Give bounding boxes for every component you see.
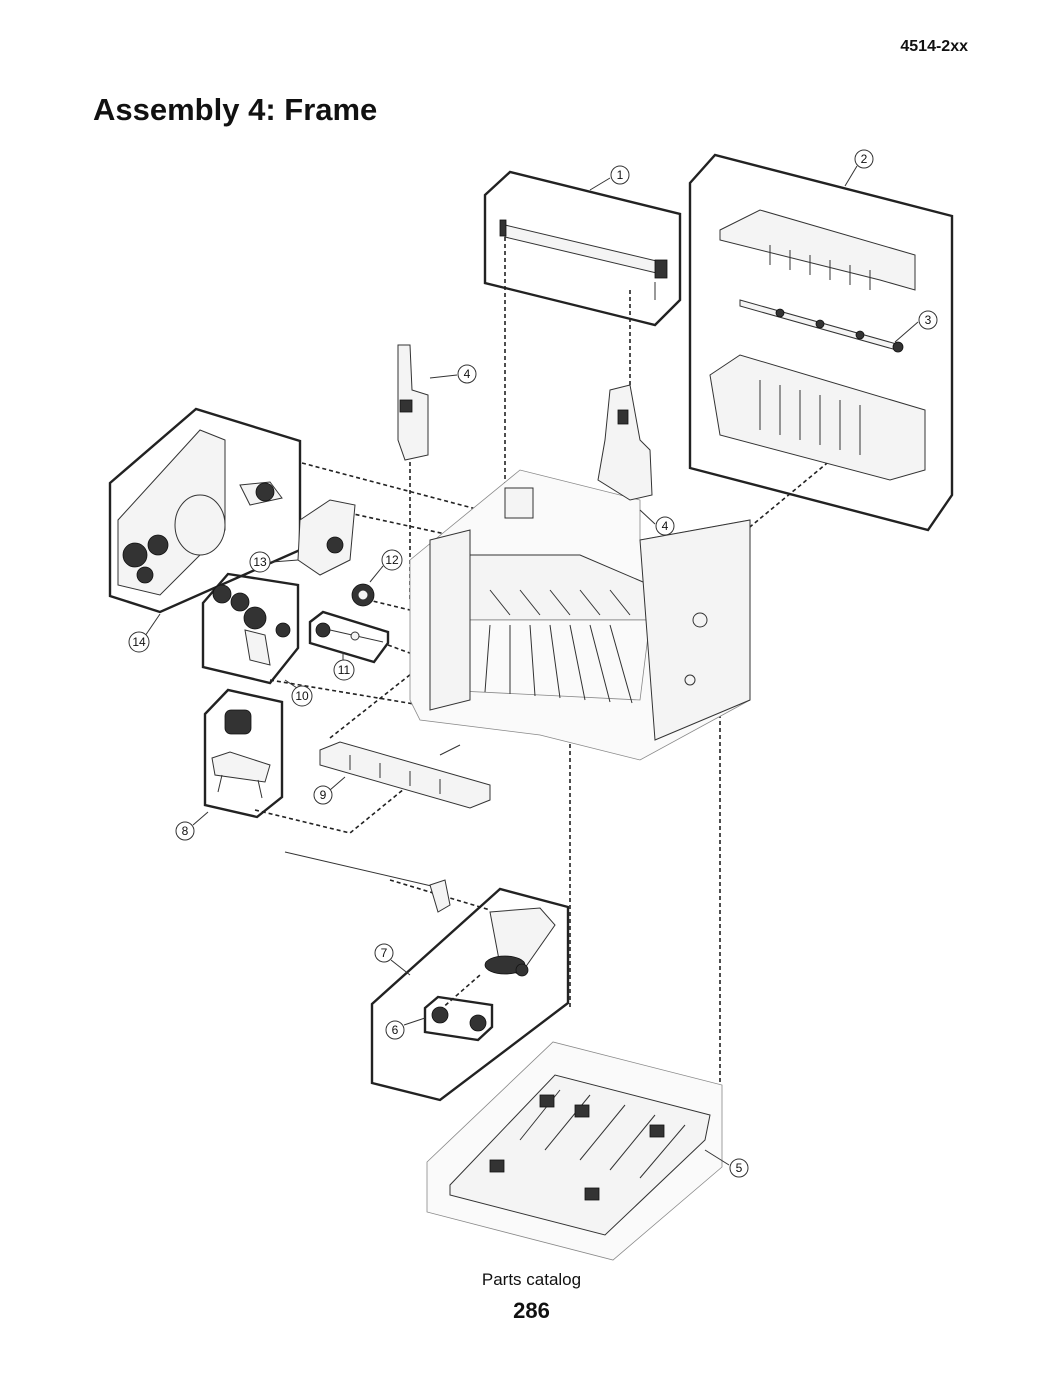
box-part-6 [423, 995, 494, 1042]
part-12-gear [351, 583, 375, 607]
part-9-guide [319, 741, 491, 809]
part-4-bracket-right [597, 384, 653, 501]
callout-label: 4 [464, 367, 471, 381]
callout-label: 4 [662, 519, 669, 533]
callout-6: 6 [385, 1020, 405, 1040]
callout-label: 13 [253, 555, 267, 569]
box-part-11 [308, 610, 390, 664]
part-1-roller [499, 219, 668, 300]
page-number: 286 [513, 1298, 550, 1323]
part-11-shaft [315, 622, 384, 643]
callout-label: 6 [392, 1023, 399, 1037]
callout-7: 7 [374, 943, 394, 963]
callout-label: 5 [736, 1161, 743, 1175]
callout-4-upper: 4 [457, 364, 477, 384]
callout-label: 3 [925, 313, 932, 327]
callout-12: 12 [381, 549, 403, 571]
callout-label: 10 [295, 689, 309, 703]
pick-shaft [284, 851, 451, 913]
callout-14: 14 [128, 631, 150, 653]
box-part-1 [483, 170, 682, 327]
callout-4-lower: 4 [655, 516, 675, 536]
model-number: 4514-2xx [900, 38, 968, 55]
callout-label: 8 [182, 824, 189, 838]
callout-9: 9 [313, 785, 333, 805]
callout-label: 1 [617, 168, 624, 182]
callout-label: 7 [381, 946, 388, 960]
callout-13: 13 [249, 551, 271, 573]
footer-label: Parts catalog [481, 1270, 582, 1289]
box-part-2 [688, 153, 954, 532]
part-4-bracket-left [397, 344, 429, 461]
part-7-pick-arm [484, 907, 556, 977]
callout-5: 5 [729, 1158, 749, 1178]
callout-2: 2 [854, 149, 874, 169]
part-14-drive [117, 429, 283, 596]
box-part-8 [203, 688, 284, 819]
page-title: Assembly 4: Frame [93, 92, 378, 127]
part-10-gears [212, 584, 291, 666]
part-2-assembly [709, 209, 926, 481]
part-8-roller [211, 709, 271, 799]
callout-label: 12 [385, 553, 399, 567]
callout-10: 10 [291, 685, 313, 707]
part-6-tires [431, 1006, 487, 1032]
part-5-tray [449, 1074, 711, 1236]
callout-label: 9 [320, 788, 327, 802]
callout-label: 2 [861, 152, 868, 166]
callout-8: 8 [175, 821, 195, 841]
callout-11: 11 [333, 659, 355, 681]
box-part-7 [370, 887, 570, 1102]
callout-1: 1 [610, 165, 630, 185]
callout-label: 11 [338, 663, 351, 677]
main-frame [409, 469, 751, 761]
box-part-10 [201, 572, 300, 685]
callout-3: 3 [918, 310, 938, 330]
part-13-bracket [297, 499, 356, 576]
callout-label: 14 [132, 635, 146, 649]
